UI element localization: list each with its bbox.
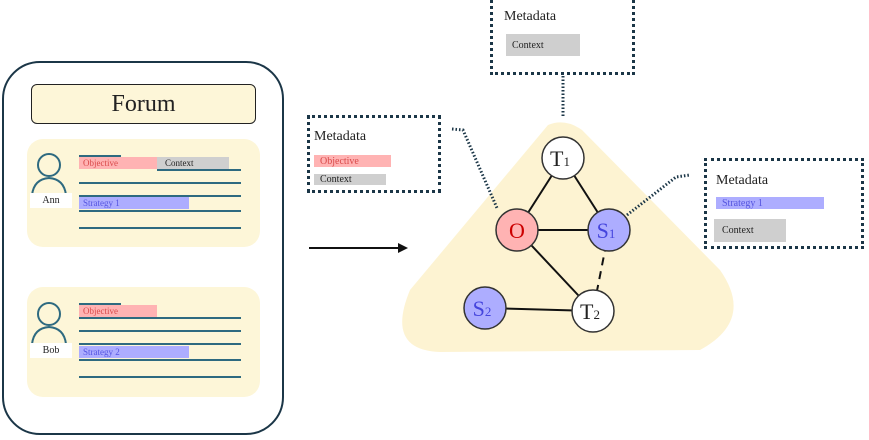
text-line xyxy=(79,343,241,345)
author-name: Ann xyxy=(30,193,72,208)
text-line xyxy=(79,182,241,184)
context-tag: Context xyxy=(506,34,580,56)
context-tag: Context xyxy=(157,157,229,169)
objective-tag: Objective xyxy=(79,157,157,169)
forum-title: Forum xyxy=(31,84,256,124)
strategy-tag: Strategy 1 xyxy=(716,197,824,209)
text-line xyxy=(79,210,241,212)
metadata-box-o: Metadata Objective Context xyxy=(307,115,441,193)
user-avatar-icon xyxy=(31,153,67,196)
node-s2: S2 xyxy=(463,286,507,330)
text-line xyxy=(157,169,241,171)
strategy-tag: Strategy 2 xyxy=(79,346,189,358)
objective-tag: Objective xyxy=(79,305,157,317)
forum-post-bob: Bob Objective Strategy 2 xyxy=(27,287,260,397)
forum-panel xyxy=(2,61,284,435)
text-line xyxy=(79,155,121,157)
forum-post-ann: Ann Objective Context Strategy 1 xyxy=(27,139,260,247)
text-line xyxy=(79,317,241,319)
objective-tag: Objective xyxy=(314,155,391,167)
connector-right xyxy=(626,173,691,217)
text-line xyxy=(79,376,241,378)
node-t2: T2 xyxy=(571,289,615,333)
node-t1: T1 xyxy=(541,136,585,180)
strategy-tag: Strategy 1 xyxy=(79,197,189,209)
node-label: O xyxy=(509,218,525,243)
metadata-box-t1: Metadata Context xyxy=(490,0,635,75)
text-line xyxy=(79,330,241,332)
user-avatar-icon xyxy=(31,302,67,345)
node-o: O xyxy=(495,208,539,252)
context-tag: Context xyxy=(714,219,786,242)
right-arrow-icon xyxy=(309,243,408,253)
text-line xyxy=(79,195,241,197)
connector-left xyxy=(451,127,499,209)
metadata-title: Metadata xyxy=(716,173,769,188)
metadata-box-s1: Metadata Strategy 1 Context xyxy=(704,158,864,249)
text-line xyxy=(79,227,241,229)
author-name: Bob xyxy=(30,343,72,358)
metadata-title: Metadata xyxy=(504,9,557,24)
text-line xyxy=(79,303,121,305)
node-s1: S1 xyxy=(587,208,631,252)
text-line xyxy=(79,359,241,361)
context-tag: Context xyxy=(314,174,386,185)
metadata-title: Metadata xyxy=(314,129,367,144)
